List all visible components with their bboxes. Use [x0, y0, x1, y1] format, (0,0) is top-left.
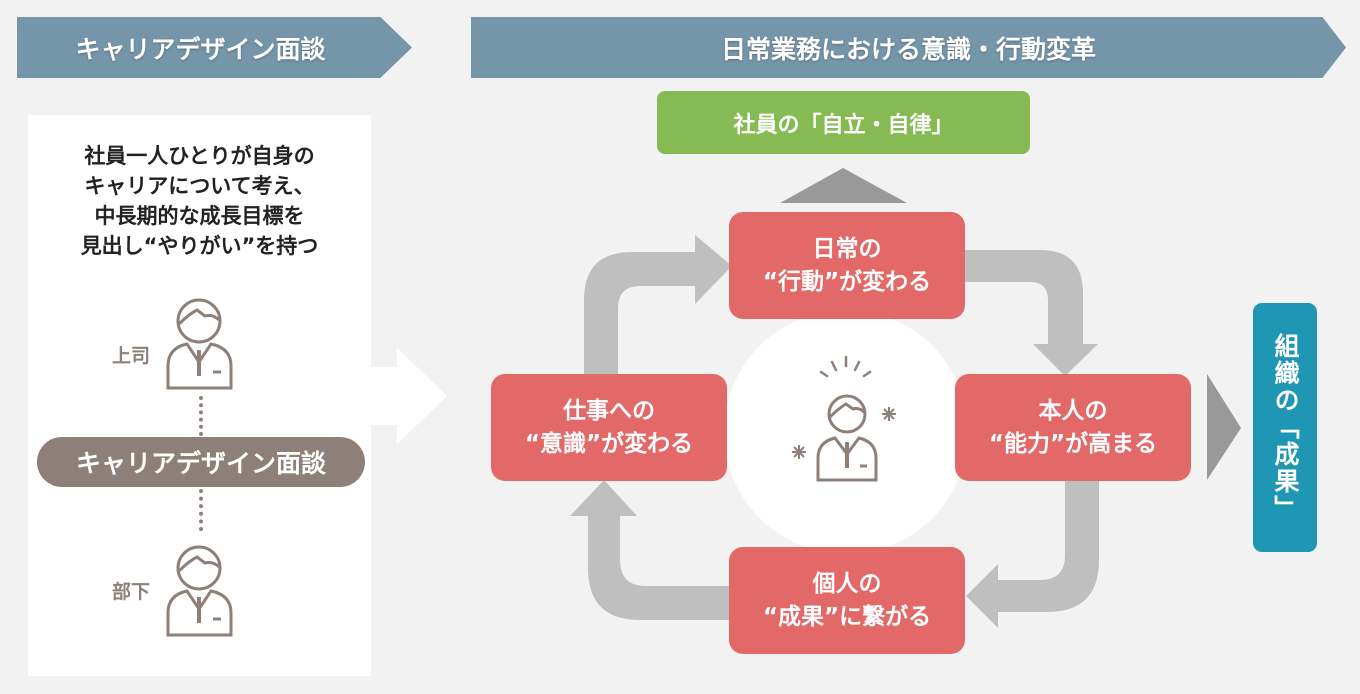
- subordinate-label: 部下: [112, 581, 151, 603]
- arrow-to-organization: [1207, 374, 1241, 480]
- connector-dots-top: [199, 396, 207, 436]
- cycle-arrows: [570, 235, 1099, 628]
- autonomy-goal-label: 社員の「自立・自律」: [733, 112, 954, 138]
- cycle-step-ability: 本人の “能力”が高まる: [955, 374, 1191, 481]
- step-line2: “意識”が変わる: [524, 430, 694, 457]
- boss-person-icon: [166, 298, 233, 390]
- flow-arrow-right-white: [371, 348, 447, 444]
- goal-text: 社員一人ひとりが自身の キャリアについて考え、 中長期的な成長目標を 見出し“や…: [28, 141, 371, 261]
- section-banner-career-design: キャリアデザイン面談: [17, 17, 412, 78]
- career-interview-pill: キャリアデザイン面談: [37, 437, 365, 487]
- cycle-step-results: 個人の “成果”に繋がる: [729, 547, 965, 654]
- banner-right-label: 日常業務における意識・行動変革: [720, 34, 1096, 64]
- connector-dots-bottom: [199, 489, 207, 531]
- organization-result-label: 組織の「成果」: [1271, 333, 1300, 522]
- banner-left-label: キャリアデザイン面談: [75, 34, 326, 64]
- step-line2: “行動”が変わる: [762, 268, 932, 295]
- sparkle-lines-icon: [819, 355, 872, 378]
- boss-label: 上司: [112, 345, 151, 367]
- inspired-person-icon: [816, 394, 878, 482]
- step-line2: “成果”に繋がる: [762, 603, 932, 630]
- goal-line: 見出し“やりがい”を持つ: [80, 234, 319, 258]
- step-line1: 本人の: [1038, 397, 1108, 424]
- cycle-step-awareness: 仕事への “意識”が変わる: [491, 374, 727, 481]
- interview-label: キャリアデザイン面談: [75, 449, 326, 478]
- organization-result-box: 組織の「成果」: [1253, 303, 1317, 552]
- section-banner-daily-work: 日常業務における意識・行動変革: [471, 17, 1346, 78]
- step-line1: 仕事への: [563, 397, 655, 424]
- subordinate-person-icon: [166, 545, 233, 637]
- goal-line: キャリアについて考え、: [84, 174, 315, 198]
- star-sparkle-icon: [792, 407, 896, 459]
- goal-line: 社員一人ひとりが自身の: [84, 144, 315, 168]
- cycle-arrow-to-bottom: [966, 480, 1099, 628]
- up-arrow-to-goal: [780, 168, 907, 203]
- autonomy-goal-box: 社員の「自立・自律」: [657, 91, 1030, 154]
- cycle-arrow-to-right: [965, 250, 1098, 376]
- cycle-step-behavior: 日常の “行動”が変わる: [729, 212, 965, 319]
- step-line2: “能力”が高まる: [988, 430, 1158, 457]
- goal-line: 中長期的な成長目標を: [94, 204, 305, 228]
- cycle-arrow-to-top: [584, 235, 732, 374]
- career-design-panel: [28, 115, 371, 676]
- step-line1: 日常の: [812, 235, 882, 262]
- step-line1: 個人の: [812, 570, 882, 597]
- cycle-arrow-to-left: [570, 480, 733, 620]
